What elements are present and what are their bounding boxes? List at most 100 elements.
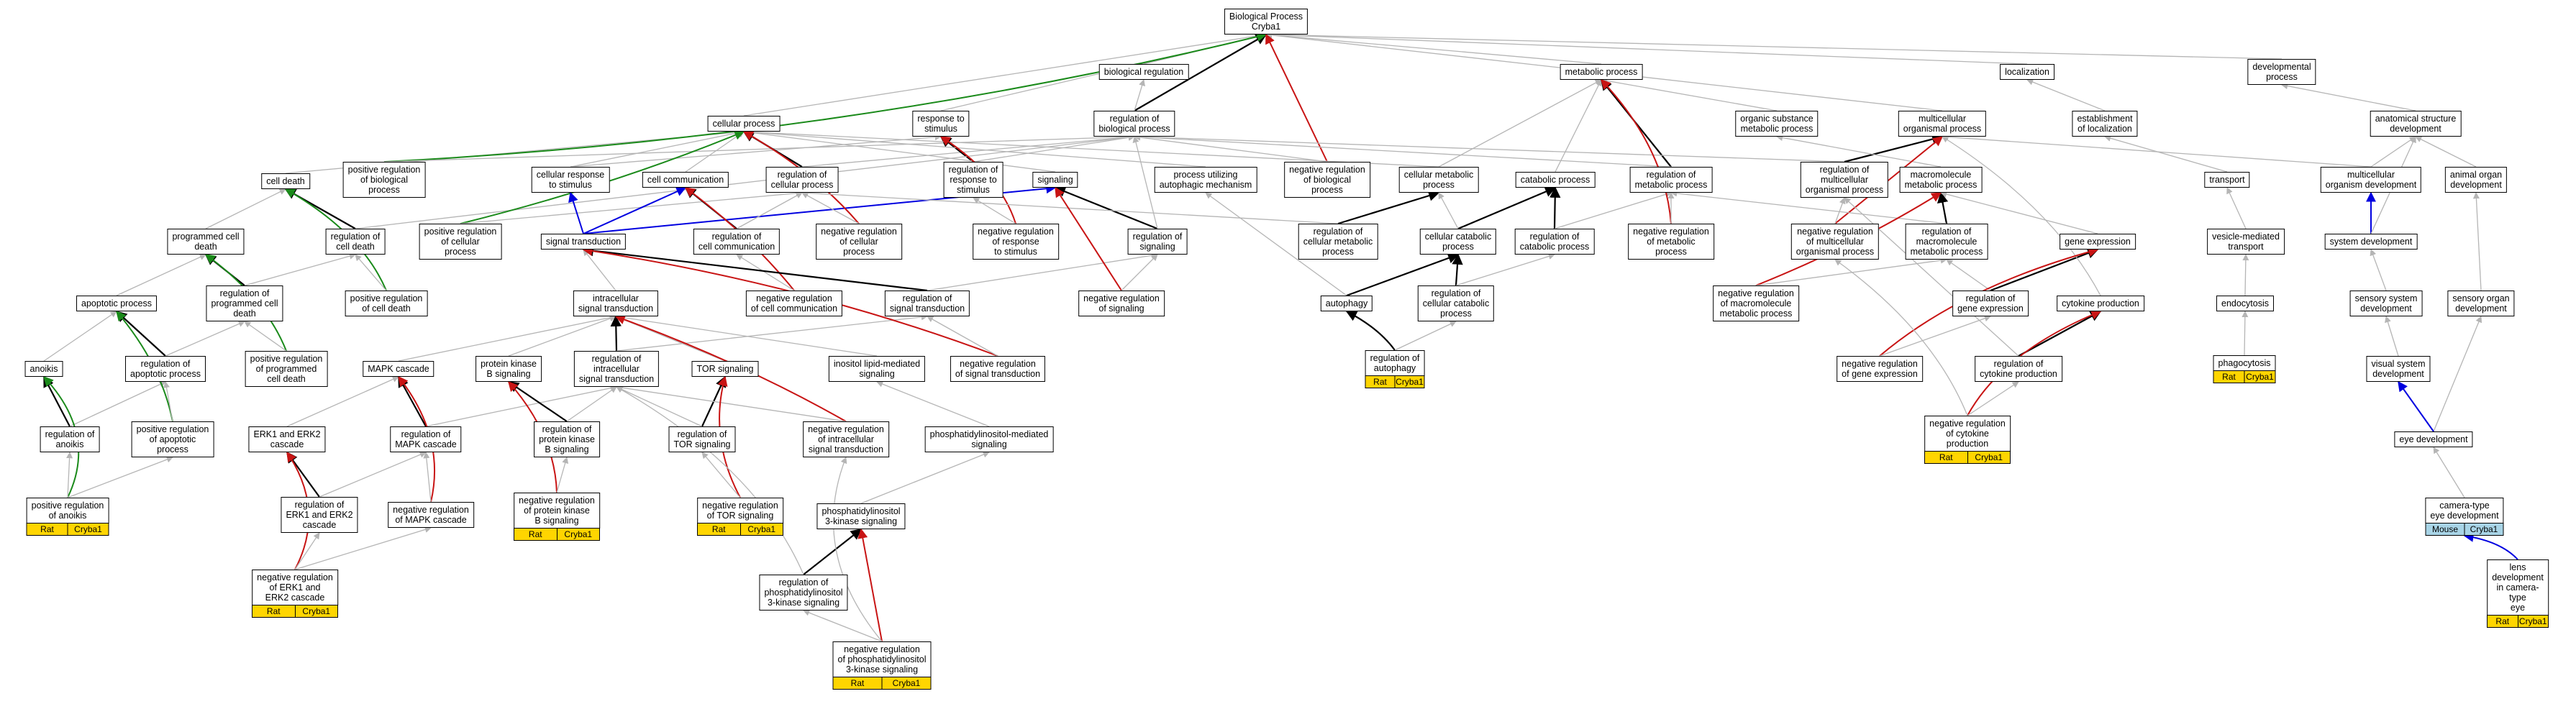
go-term-regsigtrans[interactable]: regulation of signal transduction [884,291,970,316]
go-term-bioreg[interactable]: biological regulation [1098,64,1189,80]
go-term-pi3k[interactable]: phosphatidylinositol 3-kinase signaling [816,503,906,529]
go-term-regcellcomm[interactable]: regulation of cell communication [693,229,780,255]
go-term-vesicle[interactable]: vesicle-mediated transport [2207,229,2285,255]
go-term-regresp[interactable]: regulation of response to stimulus [943,162,1003,198]
go-term-regcellcat[interactable]: regulation of cellular catabolic process [1417,285,1495,321]
go-term-multdev[interactable]: multicellular organism development [2320,167,2422,193]
go-term-macromet[interactable]: macromolecule metabolic process [1899,167,1983,193]
go-term-lensdev[interactable]: lens development in camera-type eye [2487,559,2549,616]
go-term-negregpi3k[interactable]: negative regulation of phosphatidylinosi… [832,641,932,677]
go-term-negregmultorg[interactable]: negative regulation of multicellular org… [1790,224,1880,260]
edge-regsigtrans-to-regsig [927,252,1158,291]
go-term-autophagy[interactable]: autophagy [1320,296,1373,311]
go-term-negregbp[interactable]: negative regulation of biological proces… [1284,162,1370,198]
go-term-pipmed[interactable]: phosphatidylinositol-mediated signaling [924,426,1054,452]
go-term-metproc[interactable]: metabolic process [1560,64,1643,80]
go-term-posregbp[interactable]: positive regulation of biological proces… [342,162,426,198]
go-term-regapop[interactable]: regulation of apoptotic process [125,356,206,382]
go-term-regbp[interactable]: regulation of biological process [1093,111,1175,137]
go-term-sensorgdev[interactable]: sensory organ development [2447,291,2515,316]
go-term-regcat[interactable]: regulation of catabolic process [1514,229,1595,255]
go-term-regtor[interactable]: regulation of TOR signaling [668,426,736,452]
go-term-pkb[interactable]: protein kinase B signaling [475,356,542,382]
go-term-animorg[interactable]: animal organ development [2444,167,2508,193]
go-term-sigtrans[interactable]: signal transduction [540,234,627,250]
go-term-localization[interactable]: localization [2000,64,2054,80]
go-term-sensdev[interactable]: sensory system development [2349,291,2423,316]
go-term-cellmet[interactable]: cellular metabolic process [1398,167,1479,193]
go-term-regmapk[interactable]: regulation of MAPK cascade [390,426,462,452]
go-term-multorg[interactable]: multicellular organismal process [1898,111,1987,137]
go-term-mapk[interactable]: MAPK cascade [363,361,434,377]
go-term-regpcd[interactable]: regulation of programmed cell death [206,285,283,321]
go-term-negregmapk[interactable]: negative regulation of MAPK cascade [388,502,474,528]
go-term-signaling[interactable]: signaling [1032,172,1078,188]
go-term-endocytosis[interactable]: endocytosis [2216,296,2275,311]
go-term-regerk[interactable]: regulation of ERK1 and ERK2 cascade [281,497,358,533]
go-term-cellresp[interactable]: cellular response to stimulus [531,167,610,193]
go-term-posregapop[interactable]: positive regulation of apoptotic process [131,421,214,457]
go-term-regmet[interactable]: regulation of metabolic process [1629,167,1713,193]
go-term-negregcytprod[interactable]: negative regulation of cytokine producti… [1924,416,2011,452]
go-term-phagocytosis[interactable]: phagocytosis [2213,355,2276,371]
go-term-cellcat[interactable]: cellular catabolic process [1419,229,1497,255]
go-term-transport[interactable]: transport [2204,172,2250,188]
go-term-regcytprod[interactable]: regulation of cytokine production [1975,356,2062,382]
go-term-negregpkb[interactable]: negative regulation of protein kinase B … [514,493,600,529]
go-term-sysdev[interactable]: system development [2324,234,2418,250]
go-term-orgsub[interactable]: organic substance metabolic process [1735,111,1819,137]
go-term-intrasig[interactable]: intracellular signal transduction [573,291,659,316]
go-term-negregresp[interactable]: negative regulation of response to stimu… [973,224,1059,260]
go-term-negreggeneexp[interactable]: negative regulation of gene expression [1837,356,1923,382]
go-term-negregerk[interactable]: negative regulation of ERK1 and ERK2 cas… [252,570,338,605]
go-term-cellcomm[interactable]: cell communication [642,172,729,188]
go-term-geneexp[interactable]: gene expression [2060,234,2136,250]
go-term-eyedev[interactable]: eye development [2394,431,2473,447]
go-term-negregcellproc[interactable]: negative regulation of cellular process [816,224,902,260]
go-term-regintrasig[interactable]: regulation of intracellular signal trans… [573,351,660,387]
go-term-celldeath[interactable]: cell death [261,173,310,189]
edge-negregmultorg-to-multorg [1834,136,1944,224]
go-term-tor[interactable]: TOR signaling [691,361,759,377]
go-term-negregmet[interactable]: negative regulation of metabolic process [1628,224,1714,260]
go-term-camdev[interactable]: camera-type eye development [2425,498,2504,524]
go-term-pcd[interactable]: programmed cell death [167,229,245,255]
go-term-catab[interactable]: catabolic process [1515,172,1596,188]
go-term-posregpcd[interactable]: positive regulation of programmed cell d… [245,351,328,387]
go-term-regpkb[interactable]: regulation of protein kinase B signaling [534,421,600,457]
go-term-anoikis[interactable]: anoikis [24,361,63,377]
go-term-apop[interactable]: apoptotic process [76,296,157,311]
go-term-posreganoikis[interactable]: positive regulation of anoikis [26,498,109,524]
go-term-regmultorg[interactable]: regulation of multicellular organismal p… [1800,162,1889,198]
go-term-posregcellproc[interactable]: positive regulation of cellular process [419,224,502,260]
go-term-posregcelldeath[interactable]: positive regulation of cell death [345,291,428,316]
go-term-autophmech[interactable]: process utilizing autophagic mechanism [1154,167,1257,193]
go-term-reganoikis[interactable]: regulation of anoikis [40,426,100,452]
go-term-cellproc[interactable]: cellular process [707,116,780,132]
go-term-inositol[interactable]: inositol lipid-mediated signaling [828,356,926,382]
go-term-regcellproc[interactable]: regulation of cellular process [765,167,839,193]
go-term-negregmacromet[interactable]: negative regulation of macromolecule met… [1713,285,1799,321]
go-term-negregintrasig[interactable]: negative regulation of intracellular sig… [803,421,889,457]
go-term-regcelldeath[interactable]: regulation of cell death [325,229,386,255]
go-term-respstim[interactable]: response to stimulus [912,111,970,137]
go-term-anatdev[interactable]: anatomical structure development [2370,111,2462,137]
go-term-negregcellcomm[interactable]: negative regulation of cell communicatio… [745,291,843,316]
edge-orgsub-to-metproc [1601,77,1778,111]
go-term-regsig[interactable]: regulation of signaling [1127,229,1188,255]
go-term-devproc[interactable]: developmental process [2247,59,2316,85]
go-term-negregtor[interactable]: negative regulation of TOR signaling [697,498,783,524]
go-term-cytprod[interactable]: cytokine production [2057,296,2144,311]
go-term-erk[interactable]: ERK1 and ERK2 cascade [248,426,326,452]
go-term-negregsigtrans[interactable]: negative regulation of signal transducti… [950,356,1046,382]
go-term-estloc[interactable]: establishment of localization [2072,111,2138,137]
go-term-regautoph[interactable]: regulation of autophagy [1365,350,1425,376]
go-term-negregsig[interactable]: negative regulation of signaling [1078,291,1165,316]
go-term-reggeneexp[interactable]: regulation of gene expression [1952,291,2029,316]
go-term-regcellmet[interactable]: regulation of cellular metabolic process [1298,224,1378,260]
go-term-regpi3k[interactable]: regulation of phosphatidylinositol 3-kin… [759,575,848,611]
go-term-regmacromet[interactable]: regulation of macromolecule metabolic pr… [1905,224,1988,260]
go-term-visual[interactable]: visual system development [2366,356,2431,382]
go-term-bp[interactable]: Biological Process Cryba1 [1224,9,1309,35]
